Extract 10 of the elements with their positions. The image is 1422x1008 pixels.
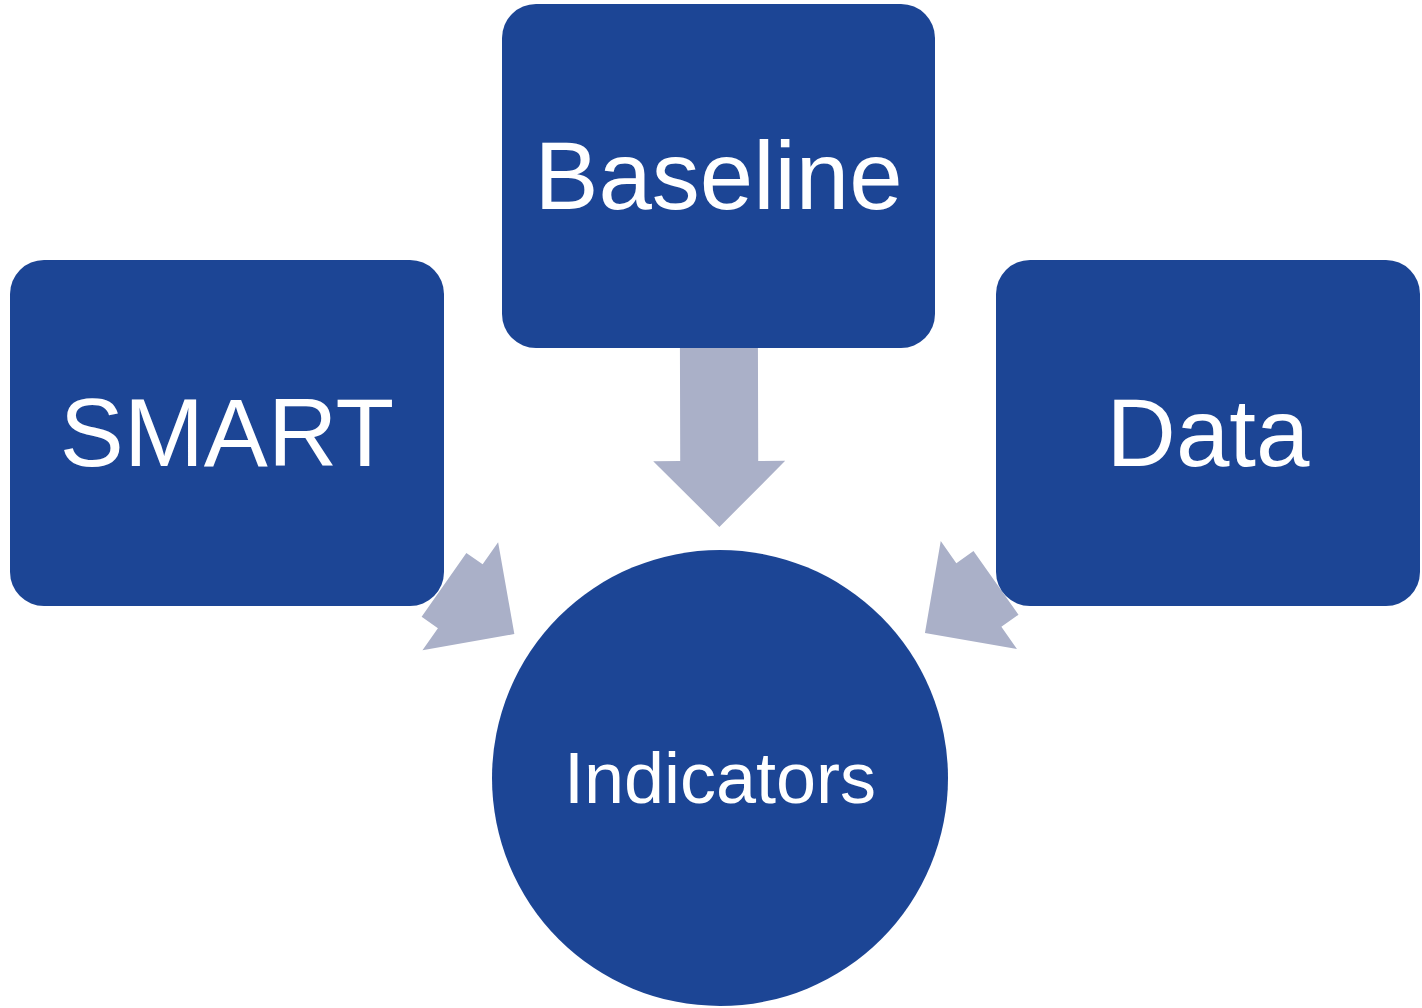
block-arrow [421,542,515,651]
node-label: Data [1106,378,1310,488]
node-label: SMART [59,378,395,488]
rounded-box [502,4,935,348]
rounded-box [996,260,1420,606]
rounded-box [10,260,444,606]
block-arrow [924,541,1019,649]
node-label: Baseline [534,121,903,231]
node-label: Indicators [563,737,877,819]
block-arrow [653,347,786,527]
